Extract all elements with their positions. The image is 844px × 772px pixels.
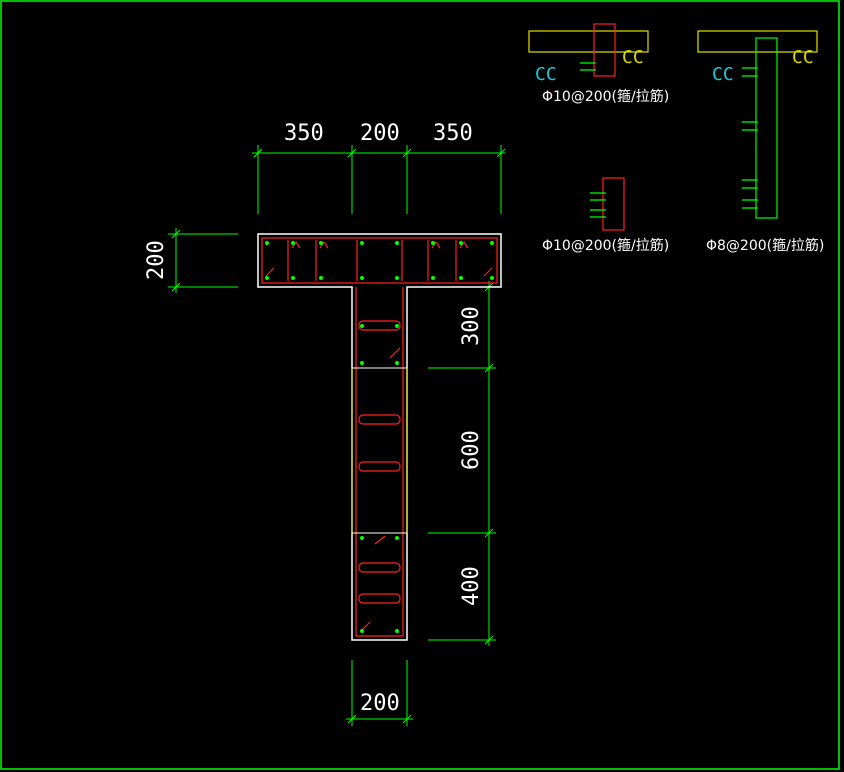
web-stirrups [355, 287, 404, 637]
dim-flange-right: 350 [433, 121, 473, 146]
cc-mark-yellow: CC [622, 47, 644, 68]
detail-1-label: Φ10@200(箍/拉筋) [542, 88, 669, 105]
detail-3: CC CC [697, 30, 818, 219]
cc-mark-yellow-2: CC [792, 47, 814, 68]
dim-web-seg1: 300 [459, 306, 484, 346]
bottom-dimension [346, 660, 413, 726]
detail-3-label: Φ8@200(箍/拉筋) [706, 237, 824, 254]
detail-1: CC CC [528, 23, 649, 85]
left-dimension [168, 228, 238, 293]
detail-2 [590, 177, 625, 231]
flange-bars [265, 241, 494, 280]
web-bars [360, 324, 399, 633]
top-dimension-chain [252, 145, 506, 214]
t-section-outline [257, 233, 502, 641]
web-zone-edge [351, 368, 408, 533]
right-dimension-chain [420, 281, 496, 646]
dim-web-seg3: 400 [459, 566, 484, 606]
cc-mark-cyan-2: CC [712, 64, 734, 85]
dim-web-seg2: 600 [459, 430, 484, 470]
dim-web-top: 200 [360, 121, 400, 146]
flange-stirrups [261, 237, 498, 284]
detail-2-label: Φ10@200(箍/拉筋) [542, 237, 669, 254]
dim-web-width: 200 [360, 691, 400, 716]
cc-mark-cyan: CC [535, 64, 557, 85]
dim-flange-thickness: 200 [144, 240, 169, 280]
dim-flange-left: 350 [284, 121, 324, 146]
